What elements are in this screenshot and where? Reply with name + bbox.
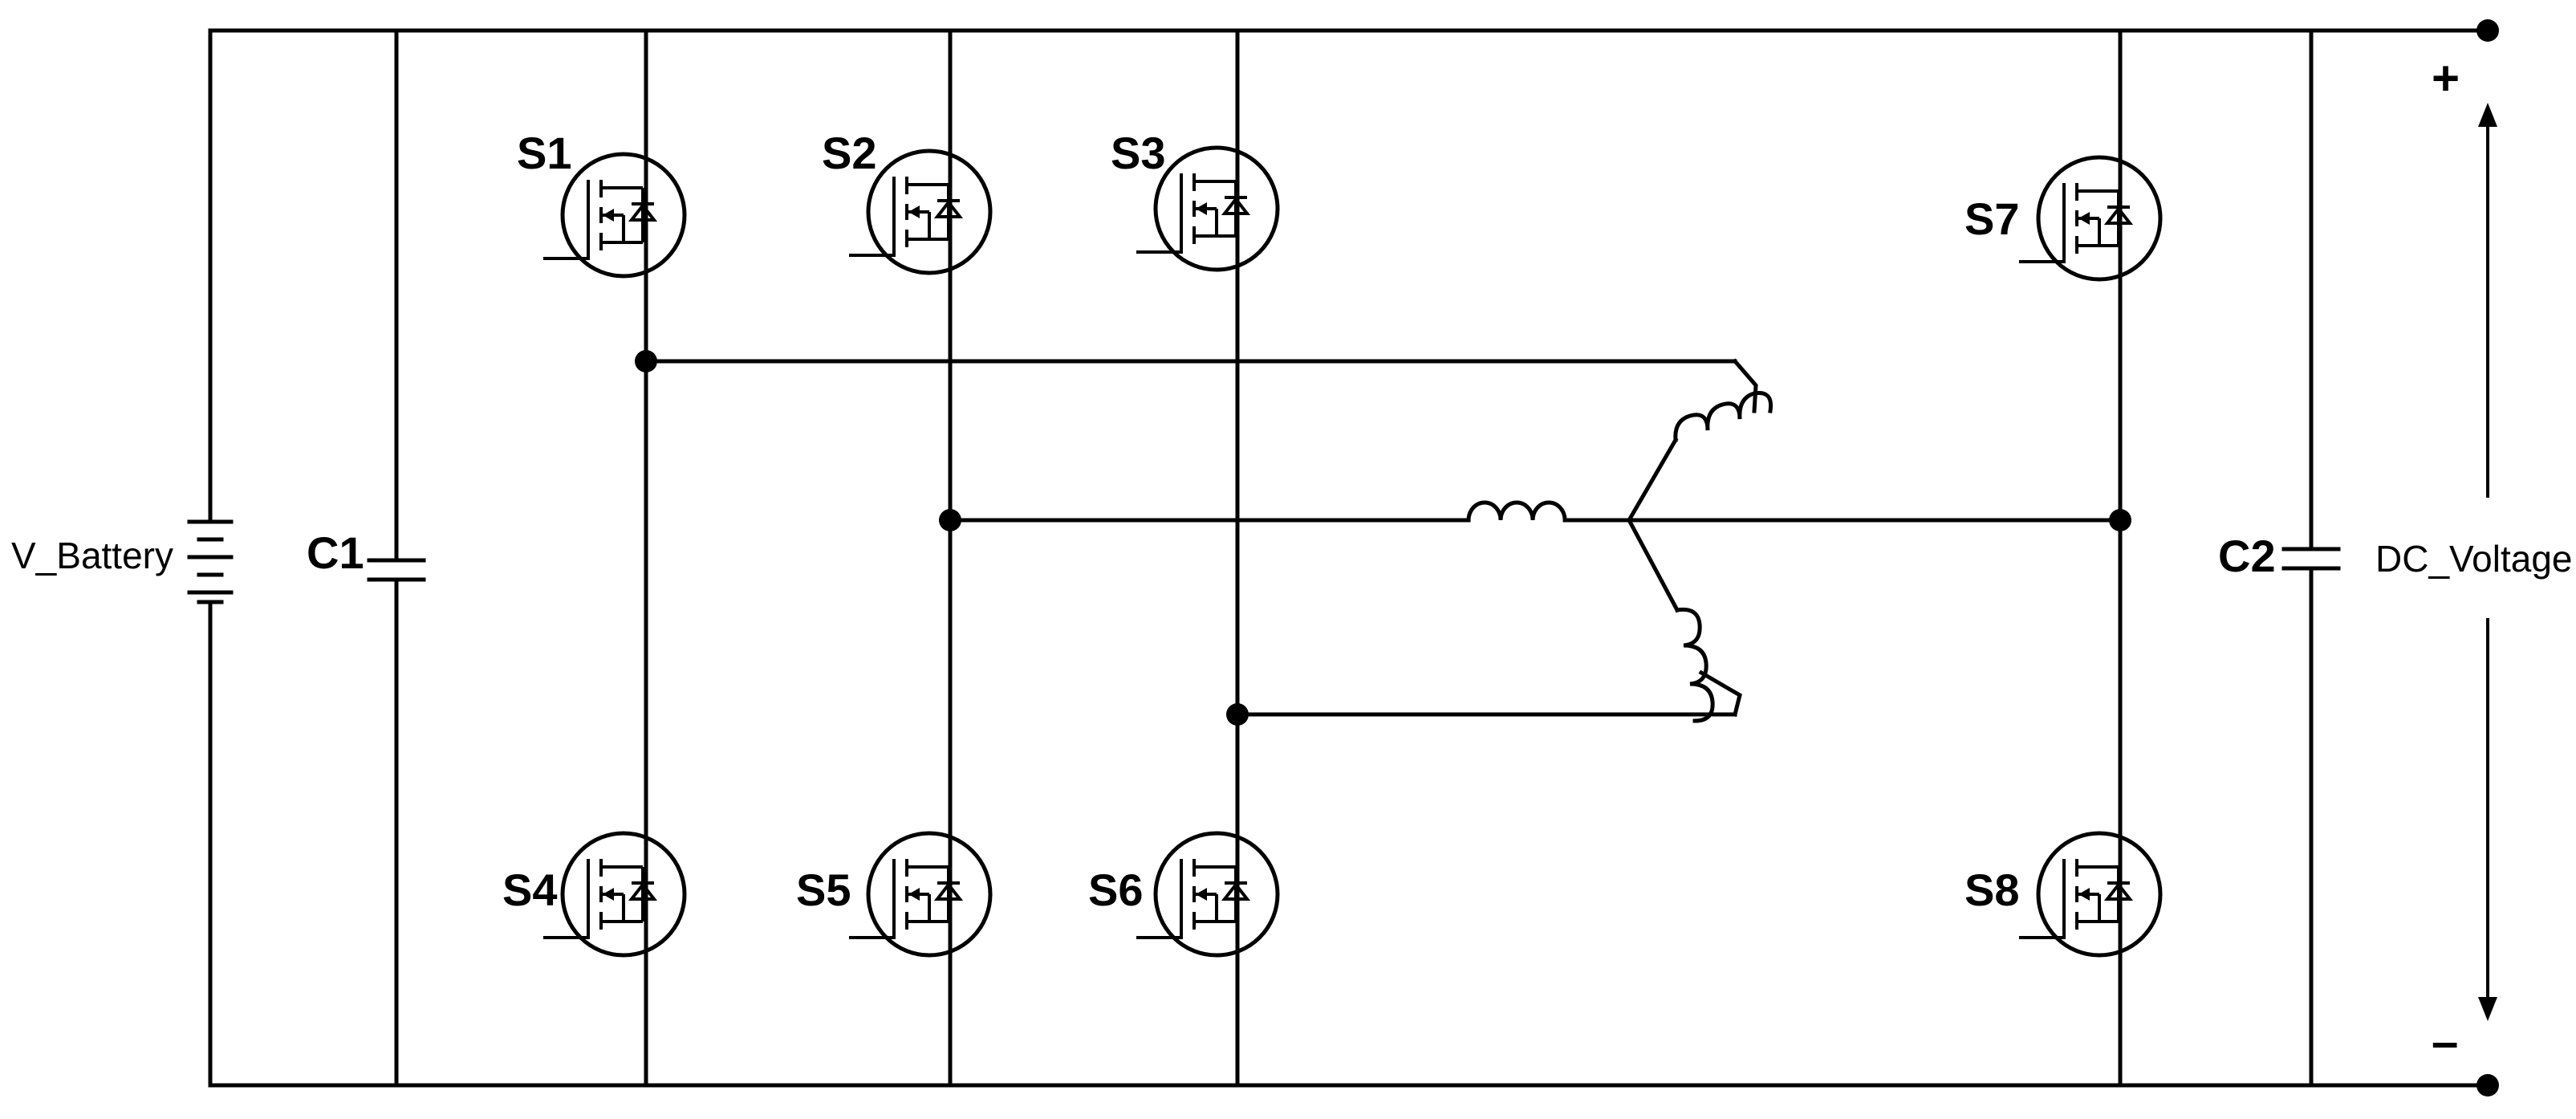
minus-sign: –	[2432, 1015, 2458, 1068]
phase-c-node	[1226, 703, 1249, 726]
phase-a-node	[635, 350, 657, 372]
c1-label: C1	[307, 527, 364, 578]
top-terminal	[2476, 19, 2499, 42]
bottom-terminal	[2476, 1074, 2499, 1097]
phase-b-node	[939, 509, 961, 531]
s7-label: S7	[1965, 193, 2020, 244]
battery	[187, 28, 234, 1088]
s6-mosfet	[1136, 833, 1278, 955]
s8-label: S8	[1965, 865, 2020, 915]
dc-voltage-label: DC_Voltage	[2375, 538, 2573, 580]
s5-mosfet	[849, 833, 990, 955]
star-right-node	[2109, 509, 2131, 531]
capacitor-c2	[2281, 28, 2341, 1088]
s4-label: S4	[502, 865, 558, 915]
motor-windings	[1458, 358, 2131, 723]
battery-label: V_Battery	[11, 535, 173, 576]
dc-voltage-arrow	[2478, 103, 2497, 1021]
s4-mosfet	[543, 833, 685, 955]
c2-label: C2	[2218, 531, 2276, 581]
s2-label: S2	[822, 128, 877, 178]
s1-label: S1	[517, 128, 572, 178]
s7-mosfet	[2019, 157, 2160, 279]
s6-label: S6	[1088, 865, 1144, 915]
s3-label: S3	[1111, 128, 1166, 178]
plus-sign: +	[2432, 51, 2460, 105]
s5-label: S5	[796, 865, 851, 915]
capacitor-c1	[367, 28, 426, 1088]
s8-mosfet	[2019, 833, 2160, 955]
